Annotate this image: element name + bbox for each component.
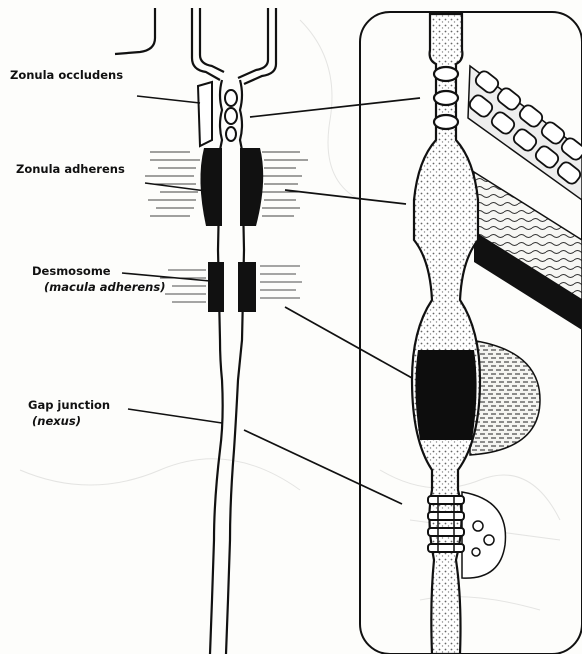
label-gap-junction: Gap junction [28,400,110,412]
magnification-lines [244,98,420,504]
label-zonula-occludens: Zonula occludens [10,70,123,82]
zonula-occludens-beads [225,90,237,141]
label-zonula-adherens: Zonula adherens [16,164,125,176]
occludens-marker [198,82,212,146]
left-cell-membranes [115,8,276,654]
right-cell-layers [462,66,582,578]
label-macula-adherens: (macula adherens) [44,282,165,294]
left-leader-lines [122,96,222,423]
left-desmosome [160,262,302,312]
label-nexus: (nexus) [32,416,81,428]
label-desmosome: Desmosome [32,266,111,278]
